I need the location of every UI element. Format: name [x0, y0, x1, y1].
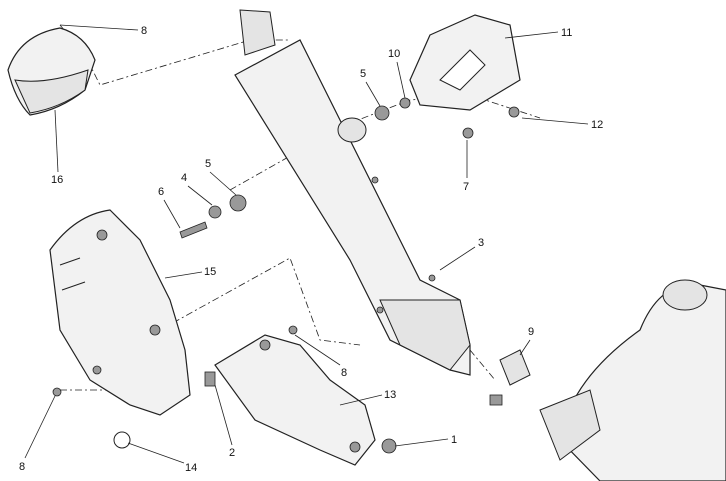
callout-3: 3: [478, 237, 484, 249]
callout-12: 12: [591, 119, 603, 131]
callout-13: 13: [384, 389, 396, 401]
callout-5: 5: [205, 158, 211, 170]
callout-8: 8: [19, 461, 25, 473]
part-11-bracket: [409, 14, 521, 111]
part-15-heat-shield: [49, 209, 191, 416]
callout-8: 8: [141, 25, 147, 37]
callout-4: 4: [181, 172, 187, 184]
callout-11: 11: [561, 27, 572, 39]
callout-10: 10: [388, 48, 400, 60]
callout-1: 1: [451, 434, 457, 446]
callout-8: 8: [341, 367, 347, 379]
callout-2: 2: [229, 447, 235, 459]
hardware: [52, 97, 520, 454]
callout-16: 16: [51, 174, 63, 186]
callout-9: 9: [528, 326, 534, 338]
part-16-end-cap-shield: [7, 27, 96, 116]
callout-7: 7: [463, 181, 469, 193]
leader-lines: [24, 24, 589, 464]
part-13-lower-shield: [214, 334, 376, 466]
callout-6: 6: [158, 186, 164, 198]
callout-14: 14: [185, 462, 197, 474]
part-9-clamp: [489, 349, 531, 406]
callout-15: 15: [204, 266, 216, 278]
callout-5: 5: [360, 68, 366, 80]
engine-outline: [539, 279, 726, 481]
part-3-silencer: [234, 9, 471, 376]
callout-labels: 8 16 11 10 5 12 7 5 4 6 3 15 9 8 13 1 2 …: [19, 25, 603, 474]
